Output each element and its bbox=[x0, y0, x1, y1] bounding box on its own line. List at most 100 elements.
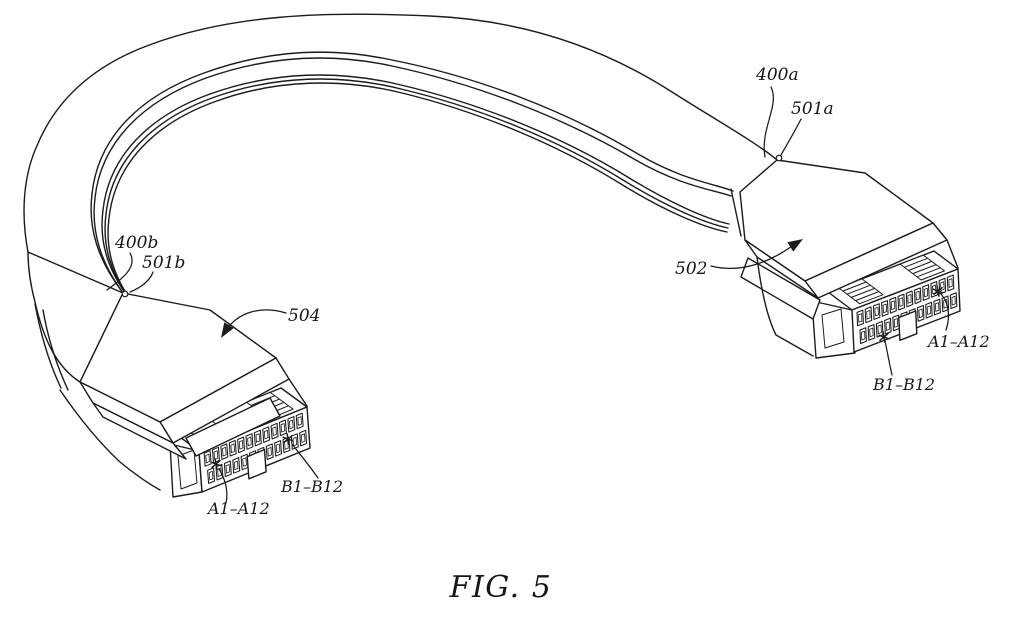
cable-mid-edge-1 bbox=[90, 51, 734, 294]
contact-pin-inner bbox=[926, 305, 931, 315]
label-boot-right: 501a bbox=[791, 99, 834, 119]
right-boot-seam-dot bbox=[775, 154, 783, 162]
contact-pin-inner bbox=[935, 302, 940, 312]
label-row-a-right: A1–A12 bbox=[926, 332, 990, 351]
contact-pin-inner bbox=[222, 446, 227, 457]
cable-near-edge-2 bbox=[104, 78, 729, 306]
leader-502 bbox=[710, 243, 796, 270]
shell-end-cap bbox=[811, 300, 856, 359]
latch-rib-line bbox=[908, 260, 932, 271]
leader-504 bbox=[225, 309, 287, 331]
leader-400a bbox=[763, 86, 774, 158]
contact-pin bbox=[905, 290, 914, 308]
left-body-bottom-outline bbox=[59, 389, 161, 491]
pin-marker-ray bbox=[933, 286, 943, 296]
contact-pin-inner bbox=[861, 330, 866, 341]
contact-pin-inner bbox=[890, 300, 896, 310]
contact-pin-inner bbox=[951, 295, 956, 306]
contact-pin bbox=[933, 298, 941, 316]
contact-pin-inner bbox=[213, 450, 219, 460]
contact-pin bbox=[889, 296, 897, 314]
contact-pin-inner bbox=[230, 443, 235, 453]
leader-400b bbox=[106, 252, 133, 291]
polarization-tab bbox=[246, 448, 267, 480]
left-body-side-strip-1 bbox=[34, 303, 62, 389]
latch-rib-line bbox=[846, 284, 871, 295]
leader-row-a-left bbox=[218, 468, 228, 504]
contact-pin bbox=[220, 443, 229, 460]
annotations bbox=[106, 86, 950, 504]
latch-rib-line bbox=[250, 395, 275, 406]
contact-pin-inner bbox=[300, 433, 306, 443]
arrowhead-504 bbox=[221, 322, 234, 338]
contact-pin-inner bbox=[205, 453, 210, 464]
latch-rib-line bbox=[904, 257, 928, 268]
contact-pin-inner bbox=[885, 321, 890, 331]
contact-pin bbox=[859, 327, 867, 345]
contact-pin bbox=[884, 317, 892, 335]
contact-pin-inner bbox=[877, 324, 882, 334]
label-row-a-left: A1–A12 bbox=[206, 499, 270, 518]
pin-marker-ray bbox=[283, 434, 293, 444]
label-connector-left: 504 bbox=[288, 306, 320, 326]
arrowhead-502 bbox=[787, 239, 803, 252]
left-boot-seam-dot bbox=[121, 290, 129, 298]
contact-pin-inner bbox=[948, 278, 953, 288]
connector-left-body bbox=[27, 251, 308, 491]
contact-pin bbox=[223, 460, 232, 478]
reference-numerals: 400a 501a 502 A1–A12 B1–B12 400b 501b 50… bbox=[114, 65, 990, 518]
contact-pin-inner bbox=[866, 310, 871, 320]
contact-pin-inner bbox=[280, 423, 286, 433]
contact-pin bbox=[253, 429, 262, 447]
polarization-tab bbox=[898, 310, 918, 341]
contact-pin-inner bbox=[874, 306, 879, 317]
leader-501a bbox=[780, 118, 802, 156]
right-cable-entry-edge bbox=[730, 188, 742, 237]
right-body-bottom-outline bbox=[756, 256, 814, 357]
contact-pin-inner bbox=[858, 313, 863, 323]
contact-pin bbox=[270, 422, 279, 440]
contact-pin bbox=[897, 293, 906, 311]
leader-row-b-right bbox=[884, 340, 893, 376]
contact-pin-inner bbox=[289, 419, 294, 430]
contact-pin bbox=[872, 303, 881, 320]
shell-end-cap-recess bbox=[821, 308, 845, 349]
contact-pin-inner bbox=[234, 460, 239, 471]
latch-rib-line bbox=[916, 267, 941, 278]
latch-rib-line bbox=[851, 287, 875, 298]
right-body-step-edge bbox=[946, 239, 959, 269]
label-cable-left: 400b bbox=[114, 233, 158, 253]
contact-pin bbox=[203, 450, 212, 467]
contact-pin bbox=[287, 416, 296, 433]
contact-pin bbox=[856, 309, 864, 327]
contact-pin-inner bbox=[272, 426, 277, 436]
latch-rib-line bbox=[855, 291, 879, 302]
contact-pin bbox=[946, 274, 955, 292]
pin-reference-markers bbox=[210, 285, 944, 470]
contact-pin-inner bbox=[238, 440, 244, 450]
contact-pin bbox=[299, 429, 308, 447]
latch-rib-line bbox=[842, 281, 867, 292]
leader-row-a-right bbox=[940, 293, 950, 331]
contact-pin bbox=[922, 284, 930, 301]
contact-pin-inner bbox=[893, 318, 899, 328]
cable-near-edge-3 bbox=[107, 82, 728, 310]
pin-marker-ray bbox=[879, 332, 889, 342]
left-body-step-edge bbox=[288, 378, 308, 407]
contact-pin bbox=[262, 426, 271, 443]
contact-pin-inner bbox=[869, 327, 874, 338]
contact-pin bbox=[867, 324, 876, 341]
contact-pin-inner bbox=[208, 470, 214, 481]
left-body-side-strip-2 bbox=[42, 309, 69, 391]
figure-caption: FIG. 5 bbox=[449, 570, 553, 605]
cable-mid-edge-2 bbox=[93, 57, 732, 298]
contact-pin bbox=[207, 467, 216, 484]
label-cable-right: 400a bbox=[755, 65, 799, 85]
contact-pin bbox=[274, 440, 283, 457]
cable-near-edge-1 bbox=[101, 74, 730, 302]
contact-pin bbox=[245, 433, 254, 450]
contact-pin-inner bbox=[225, 464, 231, 474]
contact-pin bbox=[237, 436, 246, 454]
label-row-b-left: B1–B12 bbox=[280, 477, 343, 496]
label-boot-left: 501b bbox=[142, 253, 185, 273]
